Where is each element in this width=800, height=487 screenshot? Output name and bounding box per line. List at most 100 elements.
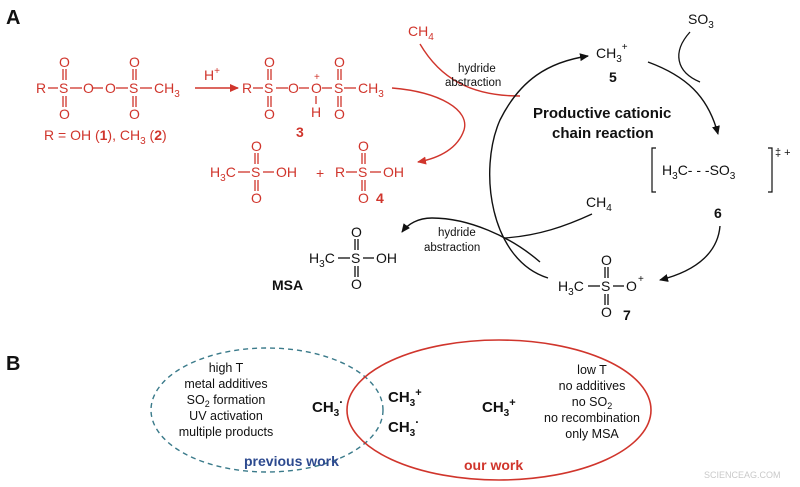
svg-text:H: H bbox=[311, 104, 321, 120]
svg-text:O: O bbox=[358, 138, 369, 154]
label-5: 5 bbox=[609, 69, 617, 85]
methanesulfonic-red bbox=[238, 153, 274, 191]
cond-no-so2: no SO2 bbox=[572, 395, 612, 411]
species-overlap-radical: CH3· bbox=[388, 415, 419, 439]
watermark: SCIENCEAG.COM bbox=[704, 470, 781, 480]
svg-text:O: O bbox=[351, 224, 362, 240]
svg-text:O: O bbox=[83, 80, 94, 96]
hydride-label-top-1: hydride bbox=[458, 63, 496, 75]
svg-text:S: S bbox=[59, 80, 68, 96]
label-3: 3 bbox=[296, 124, 304, 140]
svg-text:S: S bbox=[358, 164, 367, 180]
reactant-structure bbox=[48, 69, 152, 107]
svg-text:O: O bbox=[311, 80, 322, 96]
svg-text:O: O bbox=[264, 54, 275, 70]
arrow-7-to-5-loop bbox=[489, 53, 589, 279]
our-work-label: our work bbox=[464, 457, 523, 473]
svg-text:O: O bbox=[626, 278, 637, 294]
plus-sign-products: + bbox=[316, 165, 324, 181]
hydride-label-bottom-1: hydride bbox=[438, 227, 476, 239]
svg-text:O: O bbox=[129, 106, 140, 122]
red-methane-curve bbox=[419, 43, 521, 97]
cycle-title-2: chain reaction bbox=[552, 125, 654, 142]
species-7-structure bbox=[588, 267, 624, 305]
svg-text:O: O bbox=[288, 80, 299, 96]
hydride-label-bottom-2: abstraction bbox=[424, 242, 480, 254]
species-radical-left: CH3· bbox=[312, 395, 343, 419]
methanesulfonic-red-atoms: H3C S O O OH bbox=[210, 138, 297, 206]
cond-no-additives: no additives bbox=[559, 379, 626, 393]
svg-text:OH: OH bbox=[276, 164, 297, 180]
reactant-r: R bbox=[36, 80, 46, 96]
intermediate-3-atoms: R S O O O O + H S O O CH3 bbox=[242, 54, 384, 122]
svg-text:S: S bbox=[601, 278, 610, 294]
cond-multiple-products: multiple products bbox=[179, 425, 274, 439]
product-4-atoms: R S O O OH bbox=[335, 138, 404, 206]
svg-text:S: S bbox=[264, 80, 273, 96]
svg-text:O: O bbox=[601, 304, 612, 320]
cycle-title-1: Productive cationic bbox=[533, 105, 671, 122]
black-hydride-arrow bbox=[401, 217, 541, 263]
reactant-ch3: CH3 bbox=[154, 80, 180, 100]
arrow-5-to-6 bbox=[647, 61, 720, 135]
proton-label: H+ bbox=[204, 66, 220, 83]
product-4-structure bbox=[346, 153, 381, 191]
species-cation-right: CH3+ bbox=[482, 397, 516, 419]
svg-text:H3C: H3C bbox=[309, 250, 335, 270]
svg-text:O: O bbox=[129, 54, 140, 70]
our-conditions: low T no additives no SO2 no recombinati… bbox=[544, 363, 640, 441]
svg-text:S: S bbox=[251, 164, 260, 180]
previous-work-ellipse bbox=[150, 347, 384, 473]
cond-only-msa: only MSA bbox=[565, 427, 619, 441]
black-methane-curve bbox=[503, 213, 593, 239]
red-hydride-arrow bbox=[391, 87, 466, 165]
species-7-atoms: H3C S O O O + bbox=[558, 252, 644, 320]
arrow-6-to-7 bbox=[659, 225, 721, 282]
cond-low-t: low T bbox=[577, 363, 607, 377]
so3-curve bbox=[678, 31, 701, 83]
svg-text:O: O bbox=[358, 190, 369, 206]
intermediate-3-structure bbox=[253, 69, 356, 107]
svg-text:+: + bbox=[638, 274, 644, 285]
svg-text:H3C- - -SO3: H3C- - -SO3 bbox=[662, 162, 736, 182]
previous-work-label: previous work bbox=[244, 453, 339, 469]
svg-text:O: O bbox=[105, 80, 116, 96]
species-overlap-cation: CH3+ bbox=[388, 387, 422, 409]
label-4: 4 bbox=[376, 190, 384, 206]
cond-no-recombination: no recombination bbox=[544, 411, 640, 425]
panel-b-label: B bbox=[6, 353, 20, 375]
svg-text:O: O bbox=[264, 106, 275, 122]
svg-text:O: O bbox=[59, 54, 70, 70]
svg-text:O: O bbox=[351, 276, 362, 292]
svg-text:R: R bbox=[242, 80, 252, 96]
label-7: 7 bbox=[623, 307, 631, 323]
label-6: 6 bbox=[714, 205, 722, 221]
reactant-atoms: R S O O O O S O O CH3 bbox=[36, 54, 180, 122]
our-work-ellipse bbox=[346, 339, 652, 481]
cond-metal-additives: metal additives bbox=[184, 377, 267, 391]
svg-text:O: O bbox=[601, 252, 612, 268]
panel-a-label: A bbox=[6, 7, 20, 29]
r-definition: R = OH (1), CH3 (2) bbox=[44, 127, 167, 147]
cond-high-t: high T bbox=[209, 361, 244, 375]
svg-text:OH: OH bbox=[383, 164, 404, 180]
svg-text:H3C: H3C bbox=[558, 278, 584, 298]
methane-black: CH4 bbox=[586, 194, 612, 214]
msa-structure bbox=[338, 239, 374, 277]
svg-text:O: O bbox=[59, 106, 70, 122]
ch3-cation-5: CH3+ bbox=[596, 42, 628, 65]
svg-text:OH: OH bbox=[376, 250, 397, 266]
svg-text:O: O bbox=[334, 106, 345, 122]
svg-text:S: S bbox=[334, 80, 343, 96]
svg-text:O: O bbox=[251, 138, 262, 154]
svg-text:CH3: CH3 bbox=[358, 80, 384, 100]
hydride-label-top-2: abstraction bbox=[445, 77, 501, 89]
so3-reagent: SO3 bbox=[688, 11, 714, 31]
svg-text:+: + bbox=[314, 72, 320, 83]
msa-atoms: H3C S O O OH bbox=[309, 224, 397, 292]
msa-label: MSA bbox=[272, 277, 303, 293]
svg-text:R: R bbox=[335, 164, 345, 180]
svg-text:S: S bbox=[129, 80, 138, 96]
svg-text:O: O bbox=[334, 54, 345, 70]
